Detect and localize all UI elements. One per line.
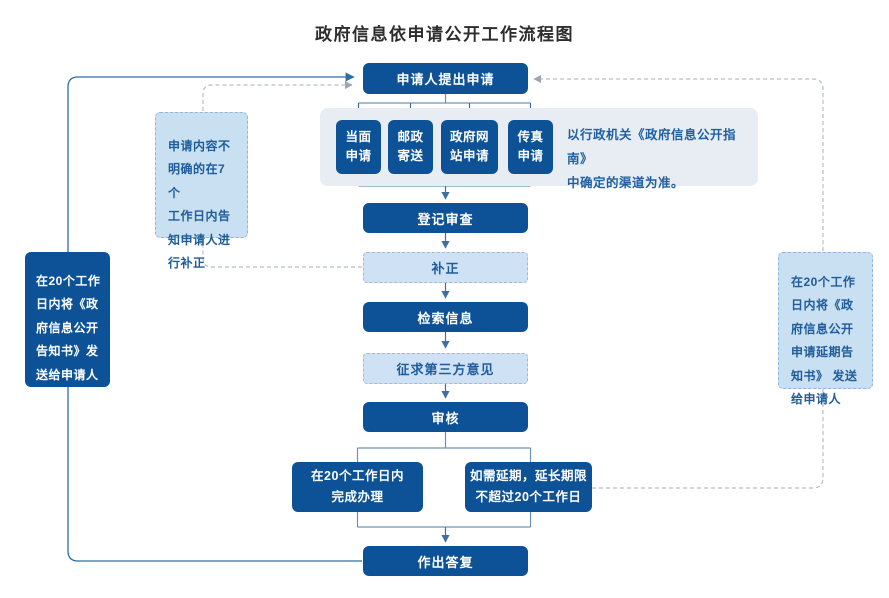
node-start-application: 申请人提出申请 [363, 63, 528, 94]
channels-note: 以行政机关《政府信息公开指南》 中确定的渠道为准。 [567, 128, 737, 190]
node-supplement-correction: 补正 [363, 252, 528, 283]
node-channel-government-website: 政府网 站申请 [441, 120, 498, 174]
node-extension: 如需延期，延长期限 不超过20个工作日 [465, 462, 592, 512]
node-review: 审核 [363, 402, 528, 432]
node-channel-postal-mail: 邮政 寄送 [388, 120, 433, 174]
right-dashed-path [533, 74, 824, 489]
node-register-review: 登记审查 [363, 203, 528, 233]
notice-disclosure-letter: 在20个工作 日内将《政 府信息公开 告知书》发 送给申请人 [25, 252, 110, 387]
node-channel-in-person: 当面 申请 [336, 120, 381, 174]
left-dashed-path [202, 80, 362, 268]
node-complete-within-20-days: 在20个工作日内 完成办理 [292, 462, 423, 512]
node-search-information: 检索信息 [363, 302, 528, 332]
note-unclear-application: 申请内容不 明确的在7个 工作日内告 知申请人进 行补正 [155, 112, 248, 270]
node-channel-fax: 传真 申请 [508, 120, 553, 174]
page-title: 政府信息依申请公开工作流程图 [315, 25, 574, 44]
notice-extension-letter: 在20个工作 日内将《政 府信息公开 申请延期告 知书》 发送 给申请人 [778, 252, 873, 406]
node-third-party-opinion: 征求第三方意见 [363, 353, 528, 384]
node-issue-reply: 作出答复 [363, 546, 528, 576]
